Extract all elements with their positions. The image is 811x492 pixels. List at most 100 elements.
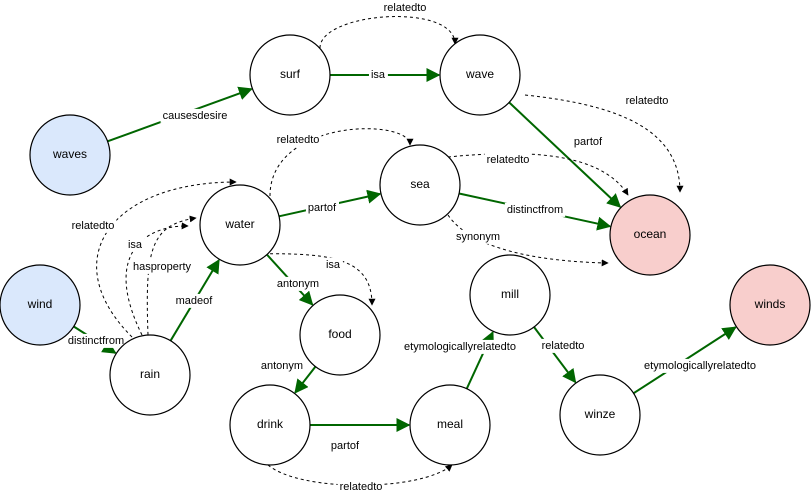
node-circle — [469, 254, 551, 336]
edge-label: relatedto — [542, 340, 585, 352]
edge-label: hasproperty — [133, 261, 192, 273]
edge-label: relatedto — [384, 2, 427, 14]
edge-label-group: relatedto — [69, 218, 117, 233]
node-food[interactable]: food — [299, 294, 381, 376]
edge-label-group: relatedto — [623, 93, 671, 108]
edge-label-group: isa — [125, 237, 145, 252]
edge-label-background — [453, 229, 503, 244]
edge-label-group: relatedto — [484, 152, 532, 167]
node-circle — [249, 34, 331, 116]
edge-labels-layer: causesdesire isa relatedto partof relatedto r… — [65, 0, 758, 492]
edge-rain-water-relatedto — [96, 178, 237, 338]
edge-label: partof — [574, 136, 603, 148]
node-winds[interactable]: winds — [729, 264, 811, 346]
edge-label-background — [571, 134, 606, 149]
node-mill[interactable]: mill — [469, 254, 551, 336]
edge-label-background — [504, 202, 566, 217]
node-winze[interactable]: winze — [559, 374, 641, 456]
edge-label-group: partof — [328, 438, 363, 453]
node-water[interactable]: water — [199, 184, 281, 266]
edge-label: etymologicallyrelatedto — [644, 360, 756, 372]
edge-label: partof — [308, 202, 337, 214]
node-circle — [0, 264, 81, 346]
node-label: sea — [410, 177, 430, 191]
edge-label-background — [274, 276, 322, 291]
node-drink[interactable]: drink — [229, 384, 311, 466]
edge-label-background — [125, 237, 145, 252]
edge-label: distinctfrom — [507, 204, 563, 216]
edge-label-background — [642, 358, 758, 373]
node-wind[interactable]: wind — [0, 264, 81, 346]
edge-label-group: distinctfrom — [65, 333, 127, 348]
edge-label-group: antonym — [274, 276, 322, 291]
node-circle — [729, 264, 811, 346]
node-circle — [109, 334, 191, 416]
edge-label: antonym — [261, 360, 303, 372]
node-wave[interactable]: wave — [439, 34, 521, 116]
edge-label-group: antonym — [258, 358, 306, 373]
node-label: winds — [754, 297, 786, 311]
edge-label-group: synonym — [453, 229, 503, 244]
edge-label: partof — [331, 440, 360, 452]
edge-label-background — [328, 438, 363, 453]
node-label: drink — [257, 417, 284, 431]
edge-label-background — [402, 339, 518, 354]
edge-label: etymologicallyrelatedto — [404, 341, 516, 353]
edge-rain-water-hasproperty — [146, 215, 197, 336]
edge-label: relatedto — [340, 481, 383, 492]
edge-label-background — [258, 358, 306, 373]
node-ocean[interactable]: ocean — [609, 194, 691, 276]
edge-label-background — [274, 132, 322, 147]
node-circle — [229, 384, 311, 466]
node-label: meal — [437, 417, 463, 431]
edge-label-group: partof — [571, 134, 606, 149]
edge-label-background — [539, 338, 587, 353]
edge-label: isa — [371, 69, 386, 81]
node-waves[interactable]: waves — [29, 114, 111, 196]
edge-mill-winze-relatedto — [533, 326, 577, 384]
edge-label-group: relatedto — [539, 338, 587, 353]
node-circle — [29, 114, 111, 196]
edge-label-background — [337, 479, 385, 492]
edge-label-group: relatedto — [337, 479, 385, 492]
edge-label: relatedto — [626, 95, 669, 107]
node-rain[interactable]: rain — [109, 334, 191, 416]
edge-label: causesdesire — [163, 110, 228, 122]
node-circle — [609, 194, 691, 276]
edge-label-group: relatedto — [274, 132, 322, 147]
edge-food-drink-antonym — [294, 365, 317, 394]
node-label: surf — [280, 67, 301, 81]
edge-label-background — [160, 108, 230, 123]
edge-water-sea-relatedto — [269, 128, 414, 197]
edge-label: madeof — [176, 295, 214, 307]
edge-label-group: etymologicallyrelatedto — [642, 358, 758, 373]
edge-label-group: isa — [323, 257, 343, 272]
edge-label-group: madeof — [173, 293, 216, 308]
node-circle — [409, 384, 491, 466]
node-label: rain — [140, 367, 160, 381]
node-label: wind — [27, 297, 53, 311]
edge-wave-ocean-partof — [508, 101, 622, 208]
edge-label: isa — [326, 259, 341, 271]
edge-label-background — [173, 293, 216, 308]
edge-label-group: distinctfrom — [504, 202, 566, 217]
node-circle — [379, 144, 461, 226]
node-label: water — [224, 217, 254, 231]
node-label: food — [328, 327, 351, 341]
node-surf[interactable]: surf — [249, 34, 331, 116]
node-sea[interactable]: sea — [379, 144, 461, 226]
node-meal[interactable]: meal — [409, 384, 491, 466]
node-circle — [299, 294, 381, 376]
edge-label-group: hasproperty — [130, 259, 194, 274]
node-circle — [439, 34, 521, 116]
edge-label-background — [381, 0, 429, 15]
node-circle — [559, 374, 641, 456]
node-label: ocean — [634, 227, 667, 241]
node-label: wave — [465, 67, 494, 81]
edge-wave-ocean-relatedto — [524, 94, 684, 193]
edge-sea-ocean-relatedto — [447, 153, 629, 196]
edge-label: isa — [128, 239, 143, 251]
edge-label-group: relatedto — [381, 0, 429, 15]
edge-label: relatedto — [72, 220, 115, 232]
